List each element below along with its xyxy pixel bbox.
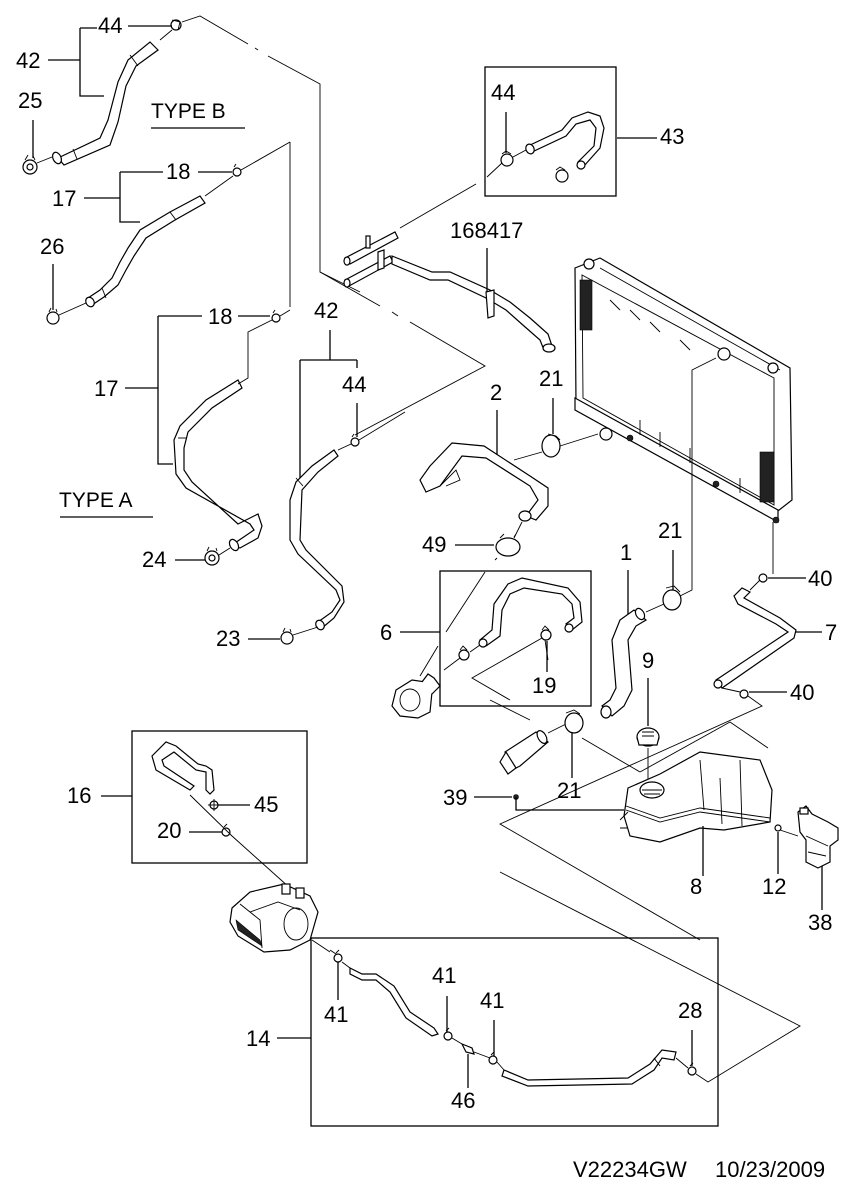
clamp-41-a[interactable] xyxy=(333,949,343,963)
coolant-reservoir[interactable] xyxy=(619,751,773,843)
clamp-40-top[interactable] xyxy=(758,573,768,583)
callout-7: 7 xyxy=(825,620,837,645)
callout-24: 24 xyxy=(142,547,166,572)
callout-6: 6 xyxy=(380,620,392,645)
clamp-44-type-a[interactable] xyxy=(350,433,360,447)
callout-42-type-a: 42 xyxy=(314,298,338,323)
kit-box-14 xyxy=(310,937,719,1127)
hose-16[interactable] xyxy=(151,741,215,795)
clamp-21-bottom[interactable] xyxy=(564,709,584,734)
clamp-21-top[interactable] xyxy=(541,433,561,458)
callout-45: 45 xyxy=(254,792,278,817)
hose-17-type-a[interactable] xyxy=(173,379,263,552)
callout-38: 38 xyxy=(808,910,832,935)
callout-42-top: 42 xyxy=(16,48,40,73)
callout-17-type-a: 17 xyxy=(94,376,118,401)
callout-49: 49 xyxy=(422,532,446,557)
callout-18-type-a: 18 xyxy=(208,304,232,329)
callout-19: 19 xyxy=(532,673,556,698)
clamp-24[interactable] xyxy=(204,546,220,566)
callout-1: 1 xyxy=(620,540,632,565)
clamp-44-box-a[interactable] xyxy=(500,150,514,167)
hose-1[interactable] xyxy=(600,607,648,719)
callout-25: 25 xyxy=(18,88,42,113)
callout-14: 14 xyxy=(246,1026,270,1051)
water-outlet[interactable] xyxy=(499,729,549,775)
callout-44-top: 44 xyxy=(98,13,122,38)
clamp-18-type-a[interactable] xyxy=(271,309,281,323)
callout-44-box: 44 xyxy=(491,80,515,105)
hose-17-type-b[interactable] xyxy=(84,195,206,308)
hose-42-type-a[interactable] xyxy=(289,449,345,631)
callout-8: 8 xyxy=(690,874,702,899)
hose-7[interactable] xyxy=(713,587,797,689)
hose-14[interactable] xyxy=(349,967,677,1087)
clamp-41-b[interactable] xyxy=(443,1027,453,1041)
clamp-21-middle[interactable] xyxy=(662,585,682,611)
clamp-44-box-b[interactable] xyxy=(555,166,569,183)
hose-42-type-b[interactable] xyxy=(51,41,159,166)
kit-box-43 xyxy=(484,66,617,197)
callout-41-a: 41 xyxy=(324,1002,348,1027)
diagram-date: 10/23/2009 xyxy=(715,1157,825,1182)
reservoir-cap[interactable] xyxy=(636,727,660,747)
kit-box-16 xyxy=(131,730,308,864)
clamp-23[interactable] xyxy=(280,627,294,645)
variant-label-type-a: TYPE A xyxy=(59,489,133,512)
callout-26: 26 xyxy=(40,234,64,259)
callout-23: 23 xyxy=(216,626,240,651)
callout-28: 28 xyxy=(678,998,702,1023)
callout-41-b: 41 xyxy=(432,963,456,988)
reservoir-bracket[interactable] xyxy=(797,805,839,869)
callout-43: 43 xyxy=(660,124,684,149)
callout-20: 20 xyxy=(157,818,181,843)
connector-46[interactable] xyxy=(460,1042,475,1055)
hose-2[interactable] xyxy=(419,442,549,522)
clamp-41-c[interactable] xyxy=(488,1051,498,1065)
callout-21-top: 21 xyxy=(539,366,563,391)
callout-168417: 168417 xyxy=(450,218,523,243)
callout-39: 39 xyxy=(443,785,467,810)
callout-16: 16 xyxy=(67,783,91,808)
clamp-18-type-b[interactable] xyxy=(232,163,242,177)
callout-40-bottom: 40 xyxy=(790,680,814,705)
hose-6[interactable] xyxy=(478,577,583,648)
bolt-12[interactable] xyxy=(774,824,799,837)
callout-17-type-b: 17 xyxy=(52,186,76,211)
thermostat-housing[interactable] xyxy=(391,673,441,719)
throttle-body[interactable] xyxy=(229,883,319,953)
clamp-44-top[interactable] xyxy=(170,19,182,31)
callout-40-top: 40 xyxy=(808,566,832,591)
hose-43[interactable] xyxy=(524,111,605,170)
callout-2: 2 xyxy=(490,380,502,405)
kit-box-6 xyxy=(439,570,592,707)
clamp-49[interactable] xyxy=(495,533,521,557)
callout-46: 46 xyxy=(451,1088,475,1113)
callout-44-type-a: 44 xyxy=(342,372,366,397)
callout-21-middle: 21 xyxy=(658,518,682,543)
callout-41-c: 41 xyxy=(480,988,504,1013)
callout-9: 9 xyxy=(642,648,654,673)
callout-12: 12 xyxy=(762,874,786,899)
callout-21-bottom: 21 xyxy=(557,778,581,803)
clamp-26[interactable] xyxy=(46,307,60,325)
diagram-code: V22234GW xyxy=(573,1157,687,1182)
callout-18-type-b: 18 xyxy=(166,159,190,184)
radiator[interactable] xyxy=(574,257,793,524)
variant-label-type-b: TYPE B xyxy=(151,100,226,123)
clamp-40-bottom[interactable] xyxy=(739,689,749,699)
heater-pipe-168417[interactable] xyxy=(343,231,556,353)
clamp-19[interactable] xyxy=(540,625,552,641)
clamp-6-small[interactable] xyxy=(458,645,470,661)
clamp-25[interactable] xyxy=(22,154,38,175)
